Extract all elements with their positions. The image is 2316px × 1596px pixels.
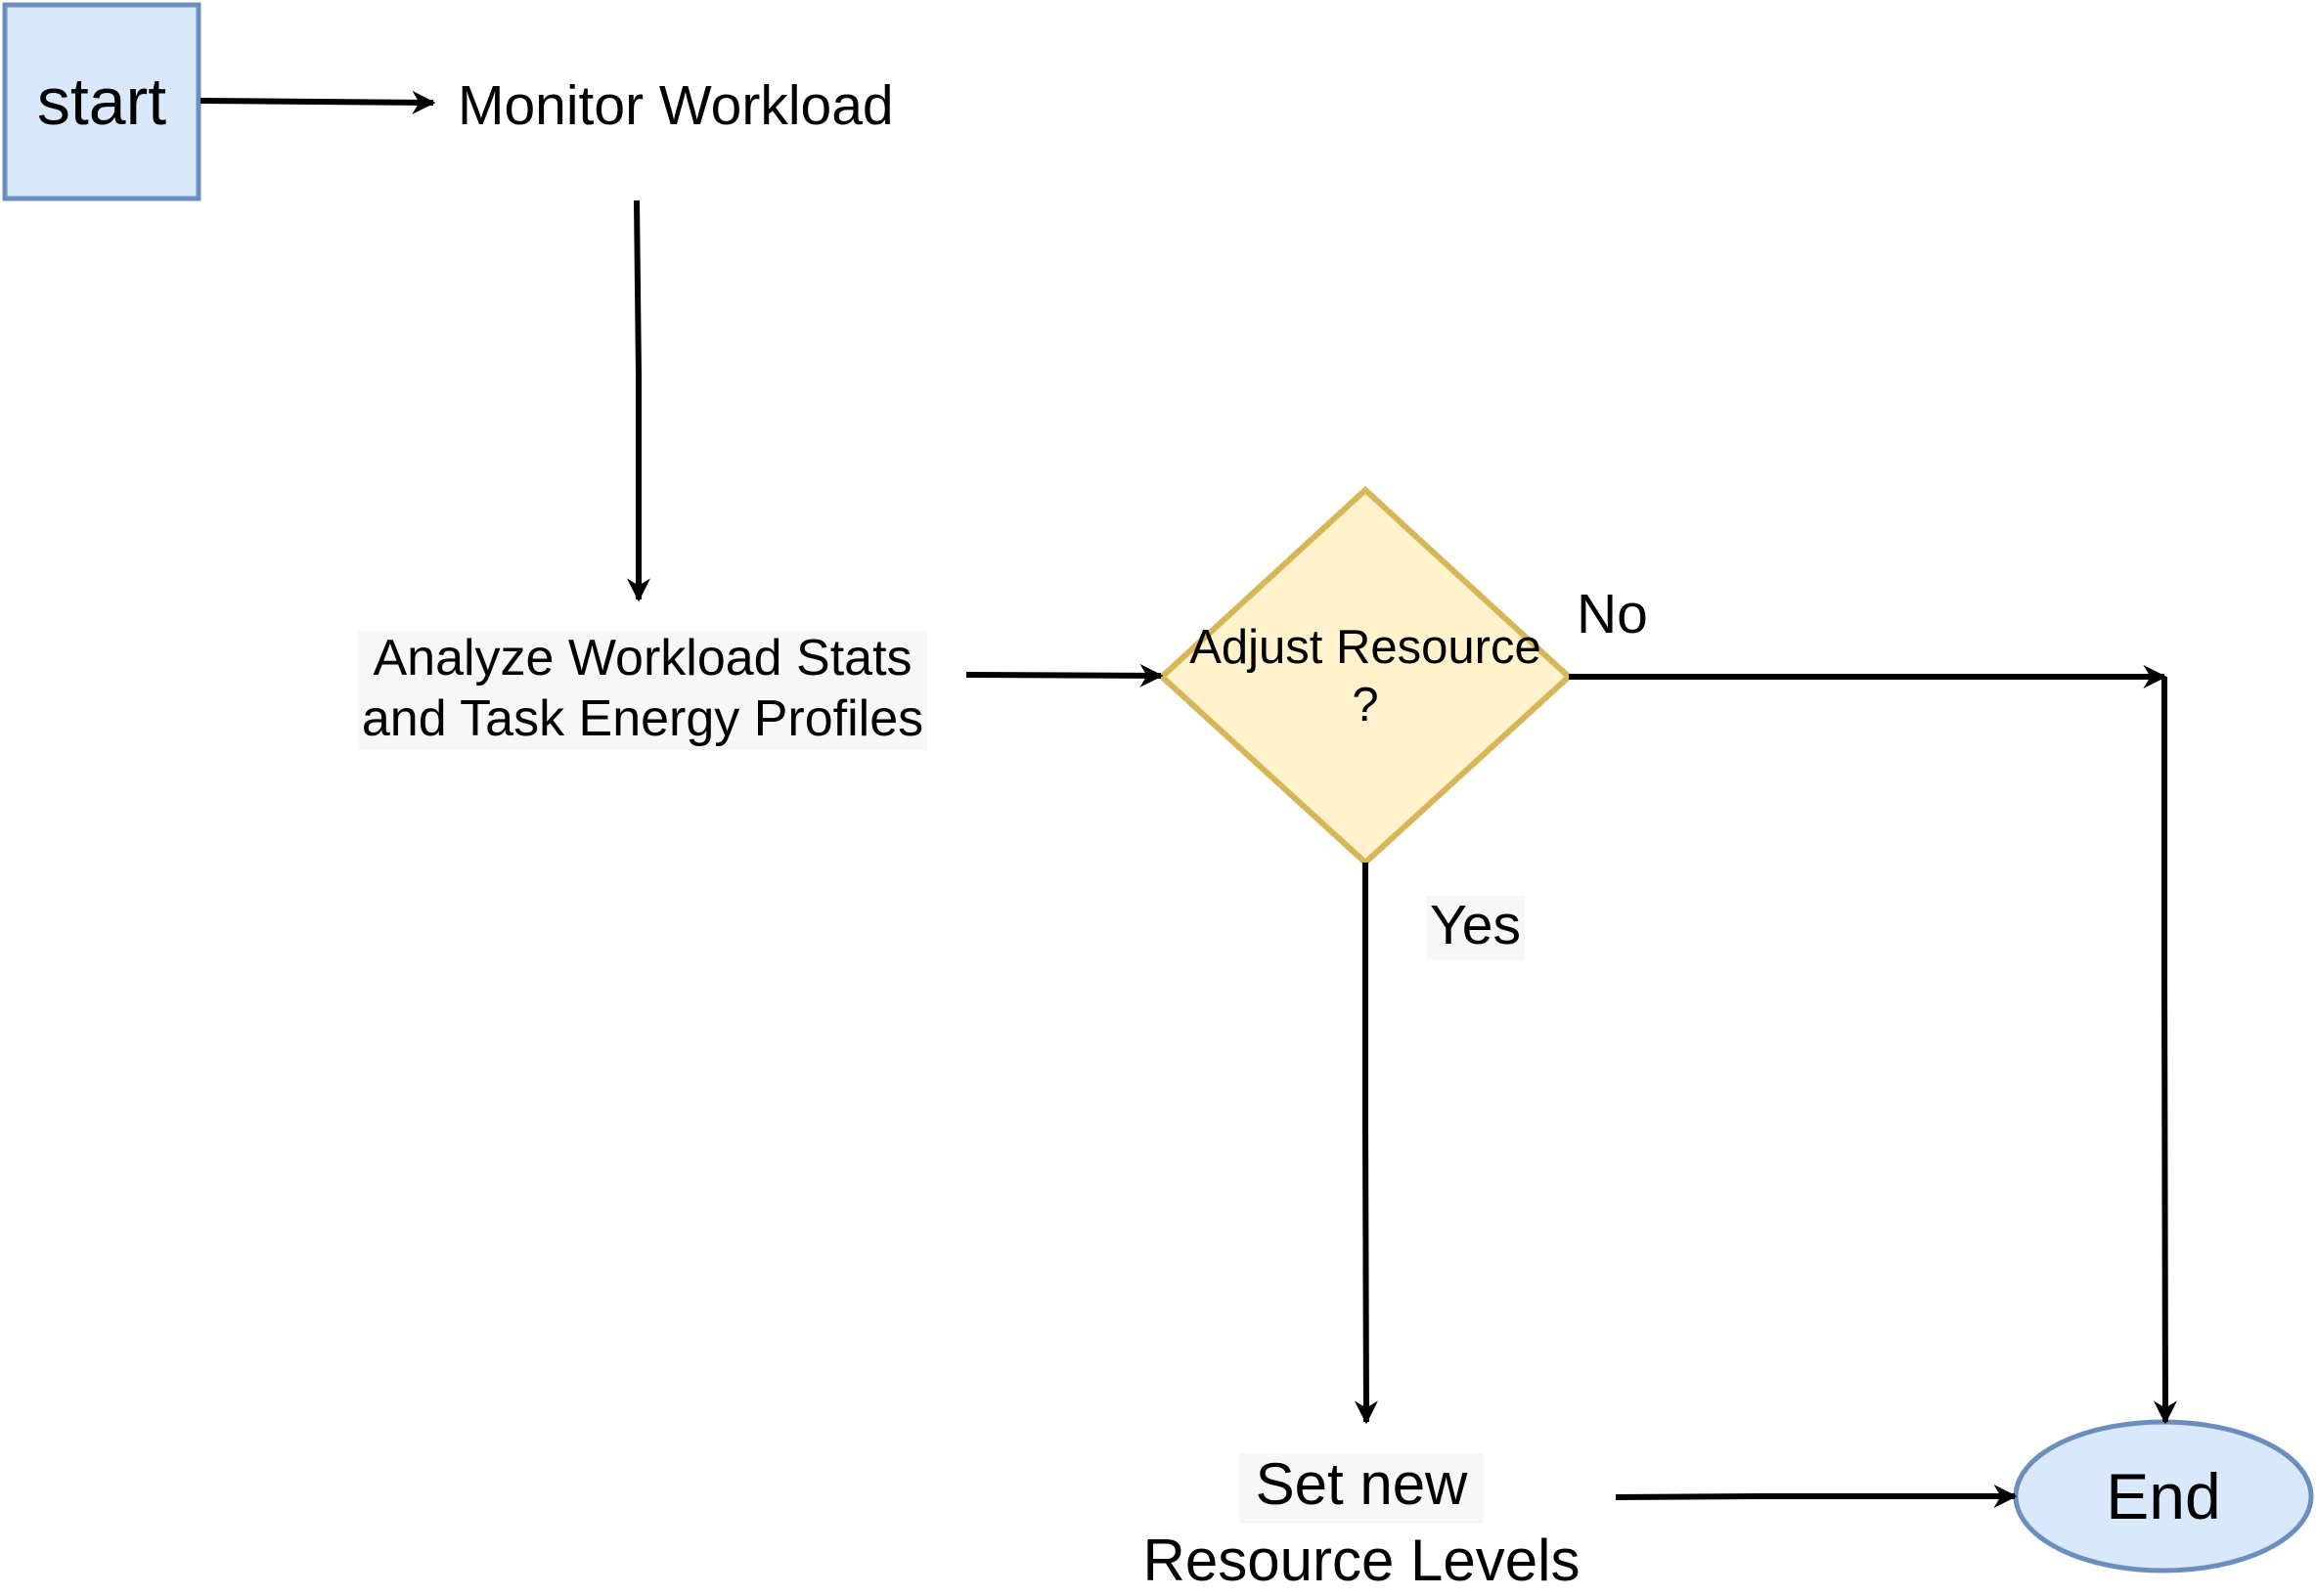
edge-start-to-monitor xyxy=(200,90,436,114)
end-node-label: End xyxy=(2016,1422,2311,1571)
monitor-workload-node[interactable]: Monitor Workload xyxy=(458,78,894,134)
set-levels-line-1: Set new xyxy=(1239,1453,1484,1524)
edge-label-yes: Yes xyxy=(1426,896,1525,959)
edge-label-no: No xyxy=(1577,587,1648,643)
decision-line-2: ? xyxy=(1352,679,1379,732)
end-node-text: End xyxy=(2106,1460,2221,1532)
analyze-node[interactable]: Analyze Workload Stats and Task Energy P… xyxy=(357,631,928,750)
start-node-label: start xyxy=(5,5,199,199)
set-resource-levels-node[interactable]: Set new Resource Levels xyxy=(1142,1453,1581,1593)
decision-node-label: Adjust Resource ? xyxy=(1162,490,1569,864)
monitor-workload-text: Monitor Workload xyxy=(458,74,894,137)
edge-decision-yes xyxy=(1354,863,1378,1425)
analyze-line-1: Analyze Workload Stats xyxy=(357,631,928,687)
edge-no-to-end xyxy=(2153,677,2177,1425)
no-text: No xyxy=(1577,583,1648,645)
edge-monitor-to-analyze xyxy=(627,200,650,602)
start-node[interactable] xyxy=(2,2,201,201)
analyze-line-2: and Task Energy Profiles xyxy=(357,687,928,750)
set-levels-line-2: Resource Levels xyxy=(1142,1528,1581,1593)
decision-line-1: Adjust Resource xyxy=(1189,621,1541,674)
edge-analyze-to-decision xyxy=(965,663,1164,687)
yes-text: Yes xyxy=(1430,894,1521,956)
edge-set-levels-to-end xyxy=(1615,1485,2018,1508)
start-node-text: start xyxy=(36,65,167,139)
